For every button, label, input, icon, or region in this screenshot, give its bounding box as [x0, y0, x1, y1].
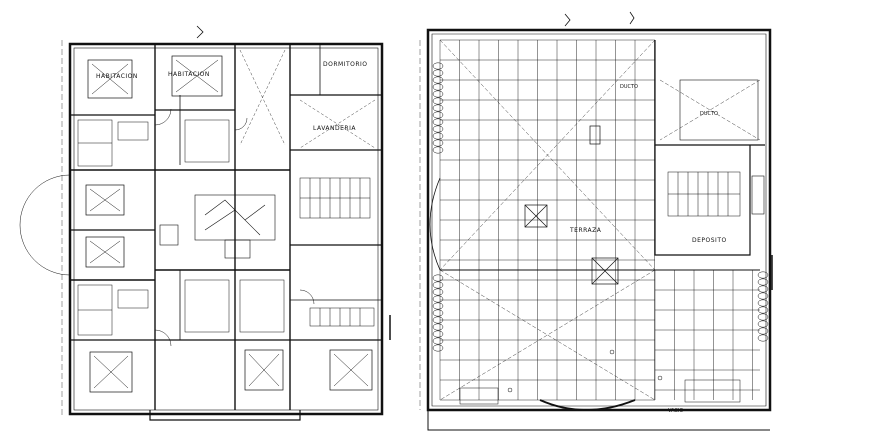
plant-icon [432, 104, 444, 112]
left-floor-plan: HABITACION HABITACION LAVANDERIA DORMITO… [19, 25, 391, 421]
plant-icon [432, 90, 444, 98]
right-floor-plan: TERRAZA DEPOSITO DUCTO DUCTO VACIO [419, 11, 773, 431]
left-stairs [299, 177, 375, 327]
plant-icon [757, 313, 769, 321]
plant-icon [432, 274, 444, 282]
room-label-terraza: TERRAZA [569, 227, 602, 234]
plant-icon [432, 76, 444, 84]
planters-right [757, 271, 769, 342]
plant-icon [757, 299, 769, 307]
terrace-tile-grid [439, 39, 760, 401]
plant-icon [432, 309, 444, 317]
left-inner-wall [73, 47, 379, 411]
plant-icon [757, 306, 769, 314]
plant-icon [432, 323, 444, 331]
plant-icon [432, 83, 444, 91]
plant-icon [432, 295, 444, 303]
room-label-ducto-1: DUCTO [620, 84, 638, 90]
plant-icon [432, 139, 444, 147]
plant-icon [432, 302, 444, 310]
marker-icon [629, 11, 635, 25]
plant-icon [432, 146, 444, 154]
plant-icon [757, 292, 769, 300]
room-label-habitacion-1: HABITACION [96, 73, 138, 80]
room-label-habitacion-2: HABITACION [168, 71, 210, 78]
plant-icon [757, 320, 769, 328]
plant-icon [757, 278, 769, 286]
plant-icon [432, 97, 444, 105]
left-bottom-step [149, 410, 301, 421]
plant-icon [757, 285, 769, 293]
room-label-deposito: DEPOSITO [692, 237, 727, 244]
right-outer-wall [426, 28, 772, 412]
room-label-lavanderia: LAVANDERIA [313, 125, 356, 132]
plant-icon [432, 330, 444, 338]
lobby-ornament [159, 194, 276, 259]
right-stairs [667, 171, 741, 217]
marker-icon [564, 13, 571, 27]
left-outer-wall [68, 42, 384, 416]
plant-icon [432, 125, 444, 133]
room-label-ducto-2: DUCTO [700, 111, 718, 117]
plant-icon [432, 288, 444, 296]
plant-icon [432, 62, 444, 70]
planters-left [432, 62, 444, 352]
plant-icon [757, 334, 769, 342]
plant-icon [757, 271, 769, 279]
room-label-dormitorio: DORMITORIO [323, 61, 368, 68]
plant-icon [432, 337, 444, 345]
north-arrow-icon [196, 25, 204, 39]
plant-icon [757, 327, 769, 335]
plant-icon [432, 69, 444, 77]
plant-icon [432, 118, 444, 126]
plant-icon [432, 111, 444, 119]
plant-icon [432, 344, 444, 352]
room-label-vacio: VACIO [668, 408, 683, 414]
plant-icon [432, 132, 444, 140]
plant-icon [432, 316, 444, 324]
plant-icon [432, 281, 444, 289]
